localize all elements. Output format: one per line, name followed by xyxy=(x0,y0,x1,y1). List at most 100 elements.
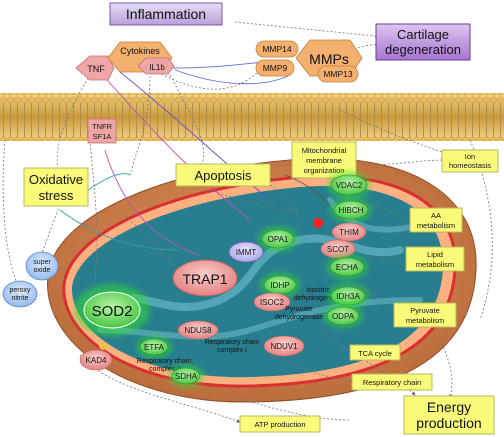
svg-text:NDUV1: NDUV1 xyxy=(270,342,298,351)
svg-text:ECHA: ECHA xyxy=(336,263,359,272)
echa-node: ECHA xyxy=(326,254,368,280)
svg-text:Oxidative: Oxidative xyxy=(29,172,83,187)
svg-text:metabolism: metabolism xyxy=(406,316,444,325)
cell-membrane xyxy=(0,93,504,141)
svg-text:OPA1: OPA1 xyxy=(268,235,289,244)
svg-text:HIBCH: HIBCH xyxy=(339,206,364,215)
svg-text:MMPs: MMPs xyxy=(309,51,349,67)
tca-cycle-box: TCA cycle xyxy=(349,344,401,361)
svg-text:Pyruvate: Pyruvate xyxy=(410,306,440,315)
svg-text:IL1b: IL1b xyxy=(149,63,165,72)
svg-text:peroxy: peroxy xyxy=(9,287,31,294)
svg-text:stress: stress xyxy=(39,188,74,203)
svg-text:SDHA: SDHA xyxy=(175,372,198,381)
svg-text:MMP13: MMP13 xyxy=(323,69,353,79)
svg-text:ODPA: ODPA xyxy=(332,312,355,321)
pyruvate-metabolism-box: Pyruvate metabolism xyxy=(393,302,457,328)
atp-production-box: ATP production xyxy=(239,415,321,433)
svg-text:ATP production: ATP production xyxy=(254,420,305,429)
ndus8-node: NDUS8 xyxy=(177,320,219,340)
svg-text:organization: organization xyxy=(304,166,345,175)
svg-text:homeostasis: homeostasis xyxy=(449,161,491,170)
svg-text:TNF: TNF xyxy=(87,64,105,74)
tnfrsf1a-node: TNFR SF1A xyxy=(87,118,117,144)
svg-text:metabolism: metabolism xyxy=(416,260,454,269)
svg-text:degeneration: degeneration xyxy=(385,42,461,57)
svg-text:nitrite: nitrite xyxy=(11,295,28,302)
idhp-node: IDHP xyxy=(260,272,300,298)
svg-text:Pyruvate: Pyruvate xyxy=(285,306,313,313)
oxidative-stress-box: Oxidative stress xyxy=(23,167,89,207)
svg-text:Lipid: Lipid xyxy=(427,250,443,259)
aa-metabolism-box: AA metabolism xyxy=(409,207,463,233)
svg-text:AA: AA xyxy=(431,211,441,220)
mmp14-node: MMP14 xyxy=(255,40,299,58)
sdha-node: SDHA xyxy=(168,364,204,388)
odpa-node: ODPA xyxy=(323,304,363,328)
isoc2-node: ISOC2 xyxy=(253,292,291,312)
inflammation-label: Inflammation xyxy=(126,6,206,22)
svg-text:Apoptosis: Apoptosis xyxy=(194,168,252,183)
svg-text:membrane: membrane xyxy=(306,156,342,165)
svg-text:MMP14: MMP14 xyxy=(262,44,292,54)
svg-text:SOD2: SOD2 xyxy=(92,303,133,320)
pyruvate-dh-label: Pyruvate dehydrogenase xyxy=(275,306,323,321)
svg-text:super: super xyxy=(33,259,51,266)
svg-text:TCA cycle: TCA cycle xyxy=(358,349,392,358)
peroxynitrite-node: peroxy nitrite xyxy=(2,280,38,308)
svg-text:Cartilage: Cartilage xyxy=(397,27,449,42)
svg-text:TRAP1: TRAP1 xyxy=(182,271,227,287)
svg-text:SCOT: SCOT xyxy=(327,245,349,254)
svg-text:IDH3A: IDH3A xyxy=(336,292,360,301)
ion-homeostasis-box: Ion homeostasis xyxy=(441,149,499,173)
svg-text:Cytokines: Cytokines xyxy=(120,46,160,56)
ndufv1-node: NDUV1 xyxy=(263,335,305,357)
mmp13-node: MMP13 xyxy=(317,65,359,83)
svg-text:dehydrogenase: dehydrogenase xyxy=(294,295,342,302)
kad4-node: KAD4 xyxy=(79,349,113,371)
svg-text:Respiratory chain: Respiratory chain xyxy=(363,378,421,387)
resp-complex1-label: Respiratory chain complex I xyxy=(205,339,260,354)
svg-text:production: production xyxy=(416,415,481,431)
svg-text:metabolism: metabolism xyxy=(417,221,455,230)
svg-text:VDAC2: VDAC2 xyxy=(336,181,363,190)
svg-text:ISOC2: ISOC2 xyxy=(260,298,285,307)
superoxide-node: super oxide xyxy=(25,251,59,281)
thim-node: THIM xyxy=(331,222,367,242)
svg-text:oxide: oxide xyxy=(34,267,51,274)
mmp9-node: MMP9 xyxy=(255,59,295,77)
svg-text:Mitochondrial: Mitochondrial xyxy=(302,146,347,155)
apoptosis-box: Apoptosis xyxy=(175,163,271,187)
svg-text:MMP9: MMP9 xyxy=(263,63,288,73)
hibch-node: HIBCH xyxy=(330,197,372,223)
etfa-node: ETFA xyxy=(136,335,172,359)
lipid-metabolism-box: Lipid metabolism xyxy=(405,246,465,272)
svg-text:NDUS8: NDUS8 xyxy=(184,326,212,335)
svg-text:THIM: THIM xyxy=(339,228,359,237)
svg-text:Isocitric: Isocitric xyxy=(306,287,330,294)
svg-text:dehydrogenase: dehydrogenase xyxy=(275,314,323,321)
idh3a-node: IDH3A xyxy=(327,283,369,309)
svg-text:Energy: Energy xyxy=(427,399,471,415)
opa1-node: OPA1 xyxy=(258,226,298,252)
svg-text:complex I: complex I xyxy=(217,347,247,354)
inflammation-box: Inflammation xyxy=(109,2,223,26)
svg-text:SF1A: SF1A xyxy=(93,132,112,141)
cartilage-degeneration-box: Cartilage degeneration xyxy=(375,23,471,61)
immt-node: IMMT xyxy=(228,241,264,263)
svg-text:KAD4: KAD4 xyxy=(86,356,107,365)
resp-complex2-label: Respiratory chain, complex II xyxy=(137,358,193,373)
svg-text:IMMT: IMMT xyxy=(236,248,257,257)
svg-text:Respiratory chain,: Respiratory chain, xyxy=(137,358,193,365)
svg-text:Ion: Ion xyxy=(465,152,475,161)
sod2-node: SOD2 xyxy=(74,284,150,336)
svg-text:ETFA: ETFA xyxy=(144,343,165,352)
isocitric-dh-label: Isocitric dehydrogenase xyxy=(294,287,342,302)
svg-text:IDHP: IDHP xyxy=(270,281,289,290)
svg-text:Respiratory chain: Respiratory chain xyxy=(205,339,260,346)
tnf-node: TNF xyxy=(75,55,115,81)
trap1-node: TRAP1 xyxy=(172,259,238,297)
il1b-node: IL1b xyxy=(137,57,175,75)
